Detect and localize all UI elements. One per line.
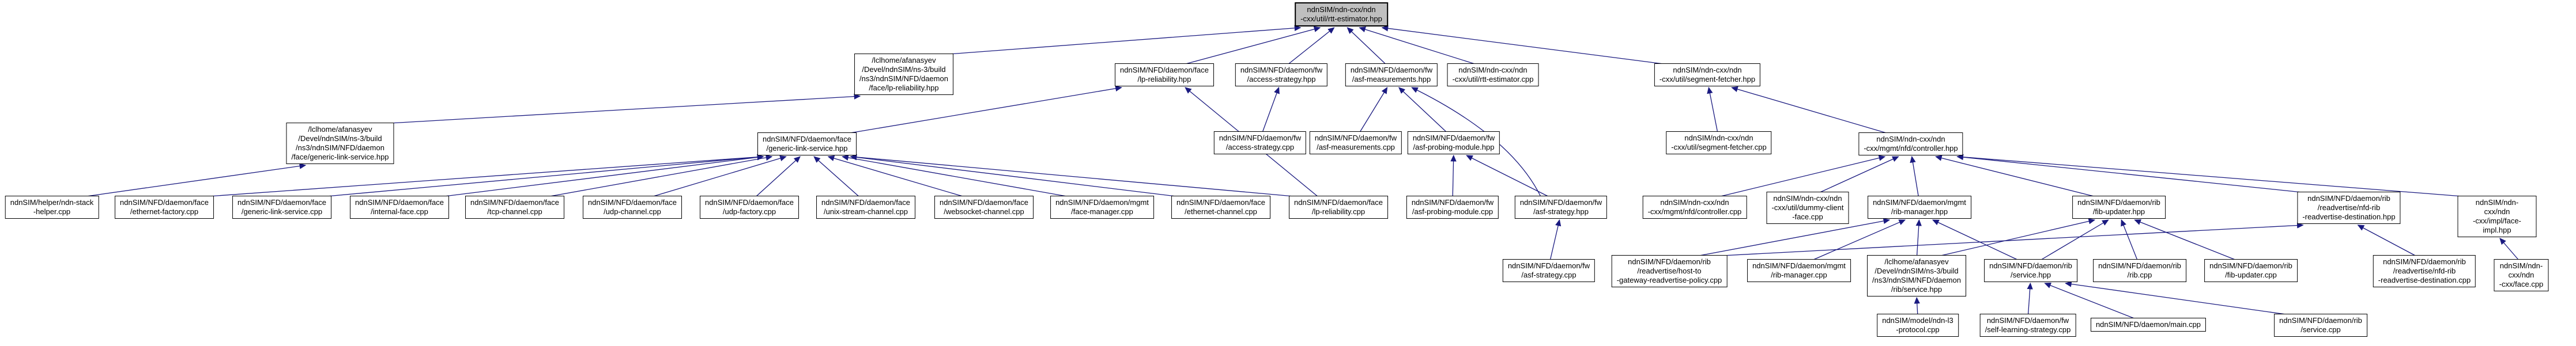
graph-node[interactable]: /lclhome/afanasyev /Devel/ndnSIM/ns-3/bu…	[854, 54, 953, 95]
graph-node[interactable]: ndnSIM/NFD/daemon/face /ethernet-channel…	[1171, 196, 1270, 219]
include-edge	[1910, 155, 1919, 197]
include-edge	[86, 163, 307, 197]
graph-node[interactable]: ndnSIM/NFD/daemon/mgmt /face-manager.cpp	[1050, 196, 1154, 219]
graph-node[interactable]: ndnSIM/helper/ndn-stack -helper.cpp	[5, 196, 99, 219]
graph-node[interactable]: ndnSIM/NFD/daemon/rib /service.hpp	[1984, 259, 2077, 282]
include-edge	[2134, 219, 2235, 260]
graph-node[interactable]: ndnSIM/NFD/daemon/main.cpp	[2090, 318, 2207, 332]
include-edge	[326, 154, 764, 197]
graph-node[interactable]: /lclhome/afanasyev /Devel/ndnSIM/ns-3/bu…	[1867, 255, 1966, 296]
graph-node[interactable]: ndnSIM/NFD/daemon/fw /asf-measurements.c…	[1309, 131, 1402, 154]
include-edge	[1549, 219, 1562, 260]
include-edge	[1722, 222, 2304, 256]
graph-node[interactable]: ndnSIM/NFD/daemon/face /lp-reliability.h…	[1115, 63, 1214, 86]
include-edge	[2027, 282, 2033, 315]
include-edge	[1699, 218, 1891, 256]
graph-node[interactable]: ndnSIM/NFD/daemon/rib /readvertise/nfd-r…	[2297, 192, 2401, 224]
include-edge	[444, 154, 764, 197]
include-edge	[1347, 27, 1386, 64]
graph-node[interactable]: ndnSIM/NFD/daemon/face /udp-factory.cpp	[700, 196, 799, 219]
graph-node[interactable]: ndnSIM/NFD/daemon/fw /asf-probing-module…	[1406, 196, 1499, 219]
include-edge	[1466, 155, 1548, 197]
graph-node[interactable]: ndnSIM/NFD/daemon/fw /asf-probing-module…	[1407, 131, 1500, 154]
include-edge	[549, 154, 773, 197]
include-edge	[1450, 154, 1457, 197]
include-edge	[1359, 86, 1388, 132]
include-edge	[1381, 25, 1664, 64]
include-edge	[850, 85, 1122, 134]
graph-node[interactable]: ndnSIM/NFD/daemon/face /lp-reliability.c…	[1289, 196, 1388, 219]
include-edge	[1731, 86, 1887, 134]
graph-node[interactable]: ndnSIM/ndn-cxx/ndn -cxx/impl/face-impl.h…	[2457, 196, 2537, 237]
include-edge	[1813, 219, 1906, 260]
include-edge	[1940, 218, 2096, 256]
include-edge	[756, 156, 801, 197]
graph-node[interactable]: ndnSIM/NFD/daemon/fw /self-learning-stra…	[1979, 314, 2076, 337]
include-edge	[2121, 219, 2138, 260]
include-edge	[2041, 219, 2109, 260]
graph-node[interactable]: ndnSIM/ndn-cxx/ndn -cxx/util/segment-fet…	[1654, 63, 1761, 86]
graph-node[interactable]: ndnSIM/NFD/daemon/rib /service.cpp	[2274, 314, 2367, 337]
include-edge	[1262, 86, 1280, 132]
graph-node[interactable]: ndnSIM/NFD/daemon/fw /asf-strategy.hpp	[1514, 196, 1608, 219]
include-edge	[1820, 156, 1899, 193]
include-edge	[2499, 238, 2519, 260]
include-edge	[1932, 219, 2018, 260]
include-edge	[1956, 154, 2302, 193]
graph-node[interactable]: ndnSIM/NFD/daemon/fw /access-strategy.hp…	[1235, 63, 1328, 86]
graph-node[interactable]: ndnSIM/NFD/daemon/rib /fib-updater.cpp	[2204, 259, 2298, 282]
graph-node[interactable]: ndnSIM/ndn-cxx/ndn -cxx/util/dummy-clien…	[1766, 192, 1849, 224]
include-edge	[1935, 155, 2094, 197]
include-edge	[1185, 26, 1321, 64]
include-edge	[850, 154, 1176, 197]
graph-node[interactable]: ndnSIM/NFD/daemon/face /internal-face.cp…	[350, 196, 449, 219]
include-edge	[1288, 27, 1335, 64]
include-edge	[209, 154, 764, 197]
include-edge	[1956, 154, 2462, 197]
graph-node[interactable]: ndnSIM/NFD/daemon/face /websocket-channe…	[934, 196, 1034, 219]
graph-node[interactable]: ndnSIM/ndn-cxx/ndn -cxx/util/rtt-estimat…	[1447, 63, 1539, 86]
graph-node[interactable]: ndnSIM/NFD/daemon/face /tcp-channel.cpp	[465, 196, 564, 219]
graph-node[interactable]: ndnSIM/NFD/daemon/rib /rib.cpp	[2093, 259, 2186, 282]
graph-node[interactable]: ndnSIM/NFD/daemon/mgmt /rib-manager.cpp	[1747, 259, 1851, 282]
include-edge	[827, 155, 963, 197]
include-edge	[1915, 219, 1922, 256]
include-edge	[2357, 225, 2416, 256]
graph-node[interactable]: ndnSIM/NFD/daemon/rib /readvertise/host-…	[1611, 255, 1728, 287]
include-edge	[1359, 26, 1475, 64]
graph-node[interactable]: ndnSIM/NFD/daemon/rib /readvertise/nfd-r…	[2373, 255, 2476, 287]
graph-node[interactable]: ndnSIM/NFD/daemon/rib /fib-updater.hpp	[2072, 196, 2166, 219]
include-edge	[1707, 86, 1718, 132]
include-edge	[948, 25, 1302, 55]
graph-node[interactable]: ndnSIM/NFD/daemon/fw /asf-strategy.cpp	[1502, 259, 1596, 282]
graph-node[interactable]: /lclhome/afanasyev /Devel/ndnSIM/ns-3/bu…	[286, 123, 394, 164]
include-edge	[1914, 296, 1920, 315]
include-edge	[1398, 87, 1447, 132]
graph-node[interactable]: ndnSIM/ndn-cxx/ndn -cxx/mgmt/nfd/control…	[1642, 196, 1747, 219]
graph-node-main[interactable]: ndnSIM/ndn-cxx/ndn -cxx/util/rtt-estimat…	[1295, 2, 1388, 26]
graph-node[interactable]: ndnSIM/ndn-cxx/ndn -cxx/face.cpp	[2494, 259, 2549, 291]
graph-node[interactable]: ndnSIM/NFD/daemon/face /generic-link-ser…	[757, 132, 857, 155]
include-edge	[813, 156, 859, 197]
include-edge	[653, 155, 787, 197]
graph-node[interactable]: ndnSIM/NFD/daemon/face /generic-link-ser…	[232, 196, 331, 219]
graph-node[interactable]: ndnSIM/ndn-cxx/ndn -cxx/mgmt/nfd/control…	[1858, 132, 1963, 155]
graph-node[interactable]: ndnSIM/NFD/daemon/fw /access-strategy.cp…	[1213, 131, 1307, 154]
graph-node[interactable]: ndnSIM/ndn-cxx/ndn -cxx/util/segment-fet…	[1666, 131, 1772, 154]
graph-node[interactable]: ndnSIM/NFD/daemon/fw /asf-measurements.h…	[1345, 63, 1438, 86]
include-edge	[850, 154, 1294, 197]
graph-node[interactable]: ndnSIM/NFD/daemon/face /ethernet-factory…	[115, 196, 214, 219]
graph-node[interactable]: ndnSIM/NFD/daemon/mgmt /rib-manager.hpp	[1868, 196, 1971, 219]
graph-node[interactable]: ndnSIM/model/ndn-l3 -protocol.cpp	[1877, 314, 1959, 337]
include-edge	[2065, 281, 2286, 315]
include-edge	[2044, 282, 2134, 319]
graph-node[interactable]: ndnSIM/NFD/daemon/face /udp-channel.cpp	[583, 196, 682, 219]
include-edge	[1720, 155, 1886, 197]
include-edge	[842, 154, 1067, 197]
graph-node[interactable]: ndnSIM/NFD/daemon/face /unix-stream-chan…	[816, 196, 915, 219]
include-edge	[389, 93, 861, 124]
